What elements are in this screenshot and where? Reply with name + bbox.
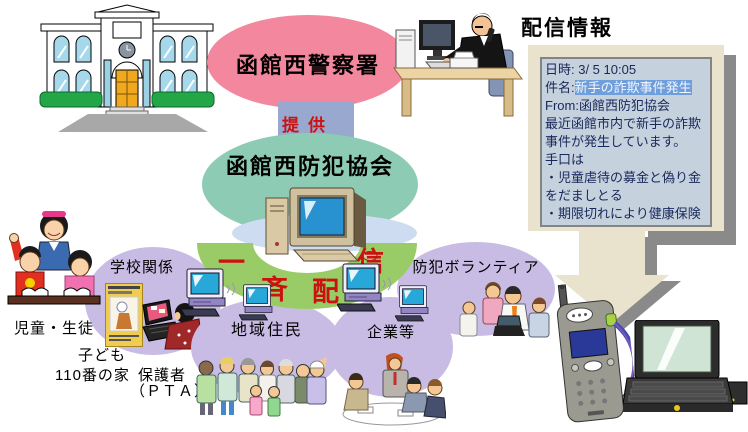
screen-line-body1: 最近函館市内で新手の詐欺 (545, 116, 702, 131)
client-computer-icon (337, 263, 391, 312)
panel-shadow-right (724, 55, 736, 239)
screen-line-body2: 事件が発生しています。 (545, 134, 687, 149)
screen-line-body6: ・期限切れにより健康保険 (545, 206, 701, 221)
residents-crowd-icon (196, 357, 327, 417)
company-meeting-icon (342, 352, 446, 426)
association-computer-icon (265, 187, 378, 262)
children-label: 児童・生徒 (13, 320, 94, 337)
laptop-icon (623, 320, 748, 412)
officer-at-desk-icon (393, 13, 523, 117)
association-label: 函館西防犯協会 (225, 154, 394, 179)
from-label: From: (545, 98, 579, 113)
client-computer-icon (395, 285, 429, 322)
building-ground-shadow (58, 114, 208, 132)
phone-screen: 日時: 3/ 5 10:05 件名:新手の詐欺事件発生 From:函館西防犯協会… (540, 57, 712, 227)
pta-parent-icon (142, 299, 203, 350)
panel-title: 配信情報 (521, 17, 613, 40)
subject-label: 件名: (545, 80, 575, 95)
screen-line-body4: ・児童虐待の募金と偽り金 (545, 170, 702, 185)
screen-line-body3: 手口は (545, 152, 585, 167)
police-station-label: 函館西警察署 (235, 53, 380, 78)
pta-label: （ＰＴＡ） (130, 383, 211, 400)
screen-line-body5: をだましとる (545, 188, 623, 203)
kodomo110-label-line1: 子ども (78, 347, 127, 364)
screen-line-subject: 件名:新手の詐欺事件発生 (545, 79, 707, 97)
volunteers-icon (459, 282, 550, 338)
panel-shadow-bottom (648, 231, 736, 245)
from-value: 函館西防犯協会 (578, 98, 670, 113)
screen-line-from: From:函館西防犯協会 (545, 97, 707, 115)
police-ellipse (207, 15, 409, 109)
kodomo110-poster-icon (105, 283, 143, 347)
volunteers-label: 防犯ボランティア (412, 259, 540, 276)
mobile-phone-icon (556, 283, 638, 423)
provide-label: 提供 (282, 116, 334, 135)
down-arrow (555, 231, 681, 329)
kodomo110-label-line2: 110番の家 (55, 367, 130, 384)
client-computer-icon (239, 284, 273, 321)
school-group-label: 学校関係 (110, 259, 175, 276)
hogosha-label: 保護者 (138, 367, 187, 384)
client-computer-icon (181, 268, 235, 317)
subject-value: 新手の詐欺事件発生 (574, 80, 692, 95)
residents-label: 地域住民 (230, 322, 303, 339)
police-building-icon (39, 4, 215, 118)
broadcast-char-3: 配 (312, 277, 339, 307)
companies-label: 企業等 (366, 324, 415, 341)
screen-line-datetime: 日時: 3/ 5 10:05 (545, 62, 637, 77)
children-icon (7, 211, 101, 305)
